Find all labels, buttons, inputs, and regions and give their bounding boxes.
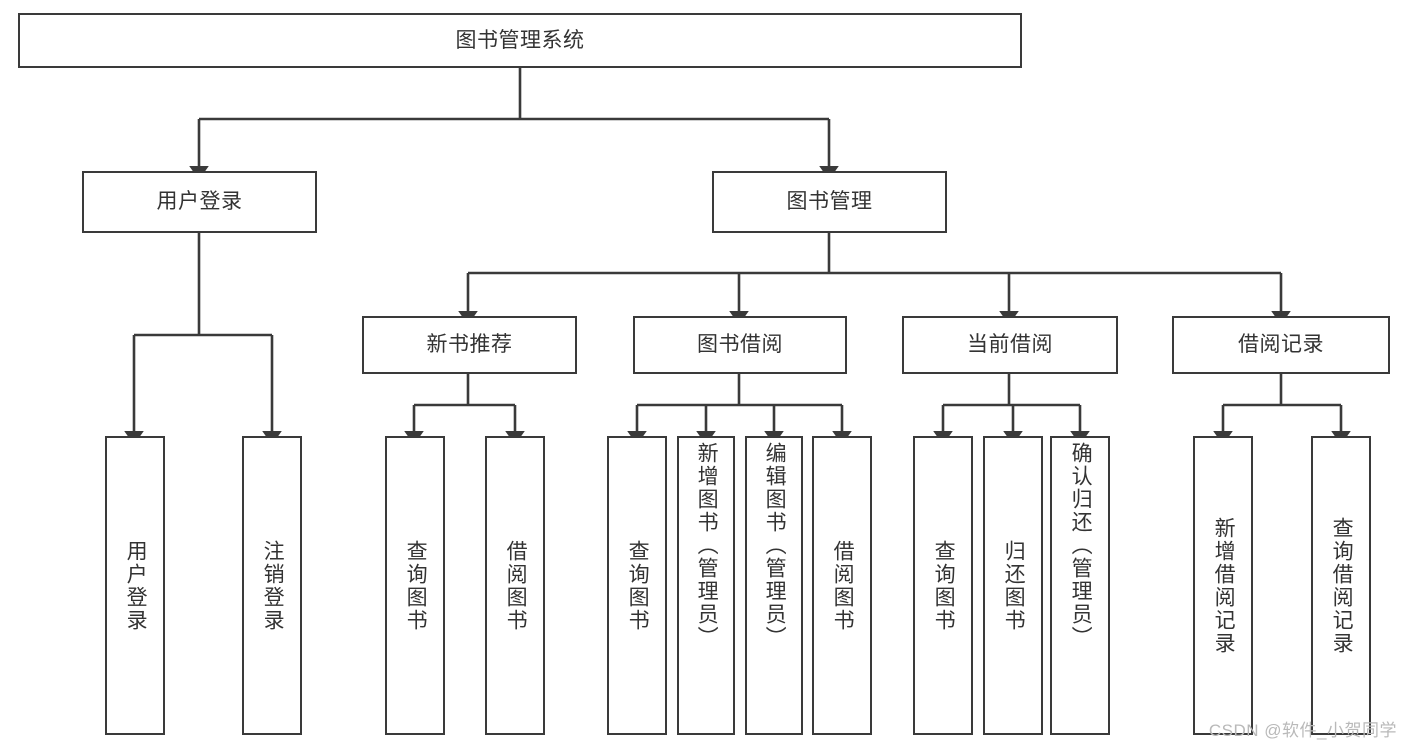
node-label: 查询借阅记录 bbox=[1330, 516, 1354, 655]
root-node-root[interactable]: 图书管理系统 bbox=[18, 13, 1022, 68]
watermark-text: CSDN @软件_小贺同学 bbox=[1208, 721, 1397, 740]
level2-node-book-manage[interactable]: 图书管理 bbox=[712, 171, 947, 233]
node-label: 借阅记录 bbox=[1238, 333, 1324, 357]
node-label: 注销登录 bbox=[261, 539, 285, 632]
connector-group bbox=[124, 68, 1351, 445]
node-label: 新书推荐 bbox=[426, 333, 513, 357]
leaf-node-leaf-query-borrow-record[interactable]: 查询借阅记录 bbox=[1311, 436, 1371, 735]
leaf-node-leaf-query-book[interactable]: 查询图书 bbox=[607, 436, 667, 735]
level3-node-new-book-recommend[interactable]: 新书推荐 bbox=[362, 316, 577, 374]
leaf-node-leaf-query-book-current[interactable]: 查询图书 bbox=[913, 436, 973, 735]
node-label: 查询图书 bbox=[932, 539, 956, 632]
node-label: 图书借阅 bbox=[697, 333, 783, 357]
node-label: 确认归还（管理员） bbox=[1069, 442, 1093, 649]
node-label: 用户登录 bbox=[124, 539, 148, 632]
node-label: 归还图书 bbox=[1002, 539, 1026, 632]
node-label: 编辑图书（管理员） bbox=[763, 442, 787, 649]
node-label: 新增图书（管理员） bbox=[695, 442, 719, 649]
node-label: 借阅图书 bbox=[504, 539, 528, 632]
level3-node-book-borrow[interactable]: 图书借阅 bbox=[633, 316, 847, 374]
leaf-node-leaf-add-book-admin[interactable]: 新增图书（管理员） bbox=[677, 436, 735, 735]
level2-node-user-login[interactable]: 用户登录 bbox=[82, 171, 317, 233]
node-label: 查询图书 bbox=[404, 539, 428, 632]
node-label: 图书管理 bbox=[786, 190, 873, 214]
leaf-node-leaf-user-login[interactable]: 用户登录 bbox=[105, 436, 165, 735]
leaf-node-leaf-edit-book-admin[interactable]: 编辑图书（管理员） bbox=[745, 436, 803, 735]
node-label: 查询图书 bbox=[626, 539, 650, 632]
level3-node-borrow-record[interactable]: 借阅记录 bbox=[1172, 316, 1390, 374]
node-label: 图书管理系统 bbox=[455, 28, 585, 52]
leaf-node-leaf-borrow-book[interactable]: 借阅图书 bbox=[812, 436, 872, 735]
node-label: 新增借阅记录 bbox=[1212, 516, 1236, 655]
leaf-node-leaf-confirm-return-admin[interactable]: 确认归还（管理员） bbox=[1050, 436, 1110, 735]
node-label: 当前借阅 bbox=[967, 333, 1053, 357]
leaf-node-leaf-logout-login[interactable]: 注销登录 bbox=[242, 436, 302, 735]
node-label: 用户登录 bbox=[156, 190, 243, 214]
leaf-node-leaf-query-book-recommend[interactable]: 查询图书 bbox=[385, 436, 445, 735]
leaf-node-leaf-add-borrow-record[interactable]: 新增借阅记录 bbox=[1193, 436, 1253, 735]
level3-node-current-borrow[interactable]: 当前借阅 bbox=[902, 316, 1118, 374]
leaf-node-leaf-return-book[interactable]: 归还图书 bbox=[983, 436, 1043, 735]
node-label: 借阅图书 bbox=[831, 539, 855, 632]
leaf-node-leaf-borrow-book-recommend[interactable]: 借阅图书 bbox=[485, 436, 545, 735]
